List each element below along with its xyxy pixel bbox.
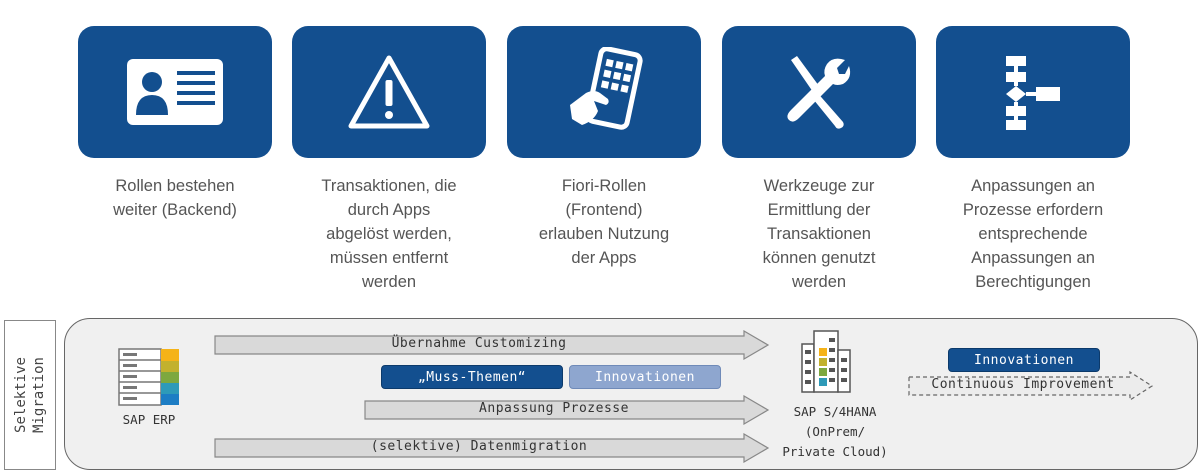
sap-erp-server-icon	[118, 348, 179, 406]
tools-icon	[787, 56, 851, 129]
arrow-label-prozesse: Anpassung Prozesse	[479, 401, 629, 416]
side-label-box: Selektive Migration	[4, 320, 56, 470]
touch-phone-icon	[570, 47, 643, 130]
arrow-label-datenmigration: (selektive) Datenmigration	[370, 439, 588, 454]
tile-roles	[78, 26, 272, 158]
arrow-prozesse	[364, 395, 770, 425]
arrow-label-customizing: Übernahme Customizing	[391, 336, 567, 351]
id-card-icon	[127, 59, 223, 125]
side-label: Selektive Migration	[13, 357, 47, 433]
caption-tools: Werkzeuge zur Ermittlung der Transaktion…	[762, 177, 876, 291]
flowchart-icon	[1006, 56, 1060, 130]
tile-processes	[936, 26, 1130, 158]
tile-tools	[722, 26, 916, 158]
pill-muss-themen: „Muss-Themen“	[381, 365, 563, 389]
caption-transactions: Transaktionen, die durch Apps abgelöst w…	[321, 177, 457, 291]
arrow-customizing	[214, 330, 770, 360]
arrow-datenmigration	[214, 433, 770, 463]
warning-icon	[348, 55, 430, 129]
source-system-label: SAP ERP	[122, 412, 176, 427]
caption-roles: Rollen bestehen weiter (Backend)	[113, 177, 237, 219]
pill-innovationen-right: Innovationen	[948, 348, 1100, 372]
arrow-continuous-improvement	[908, 371, 1154, 401]
tile-transactions	[292, 26, 486, 158]
sap-s4hana-building-icon	[801, 330, 851, 393]
arrow-label-continuous: Continuous Improvement	[931, 377, 1115, 392]
caption-processes: Anpassungen an Prozesse erfordern entspr…	[962, 177, 1104, 291]
tile-fiori	[507, 26, 701, 158]
caption-fiori: Fiori-Rollen (Frontend) erlauben Nutzung…	[538, 177, 670, 267]
target-system-label: SAP S/4HANA (OnPrem/ Private Cloud)	[782, 404, 888, 459]
pill-innovationen-mid: Innovationen	[569, 365, 721, 389]
